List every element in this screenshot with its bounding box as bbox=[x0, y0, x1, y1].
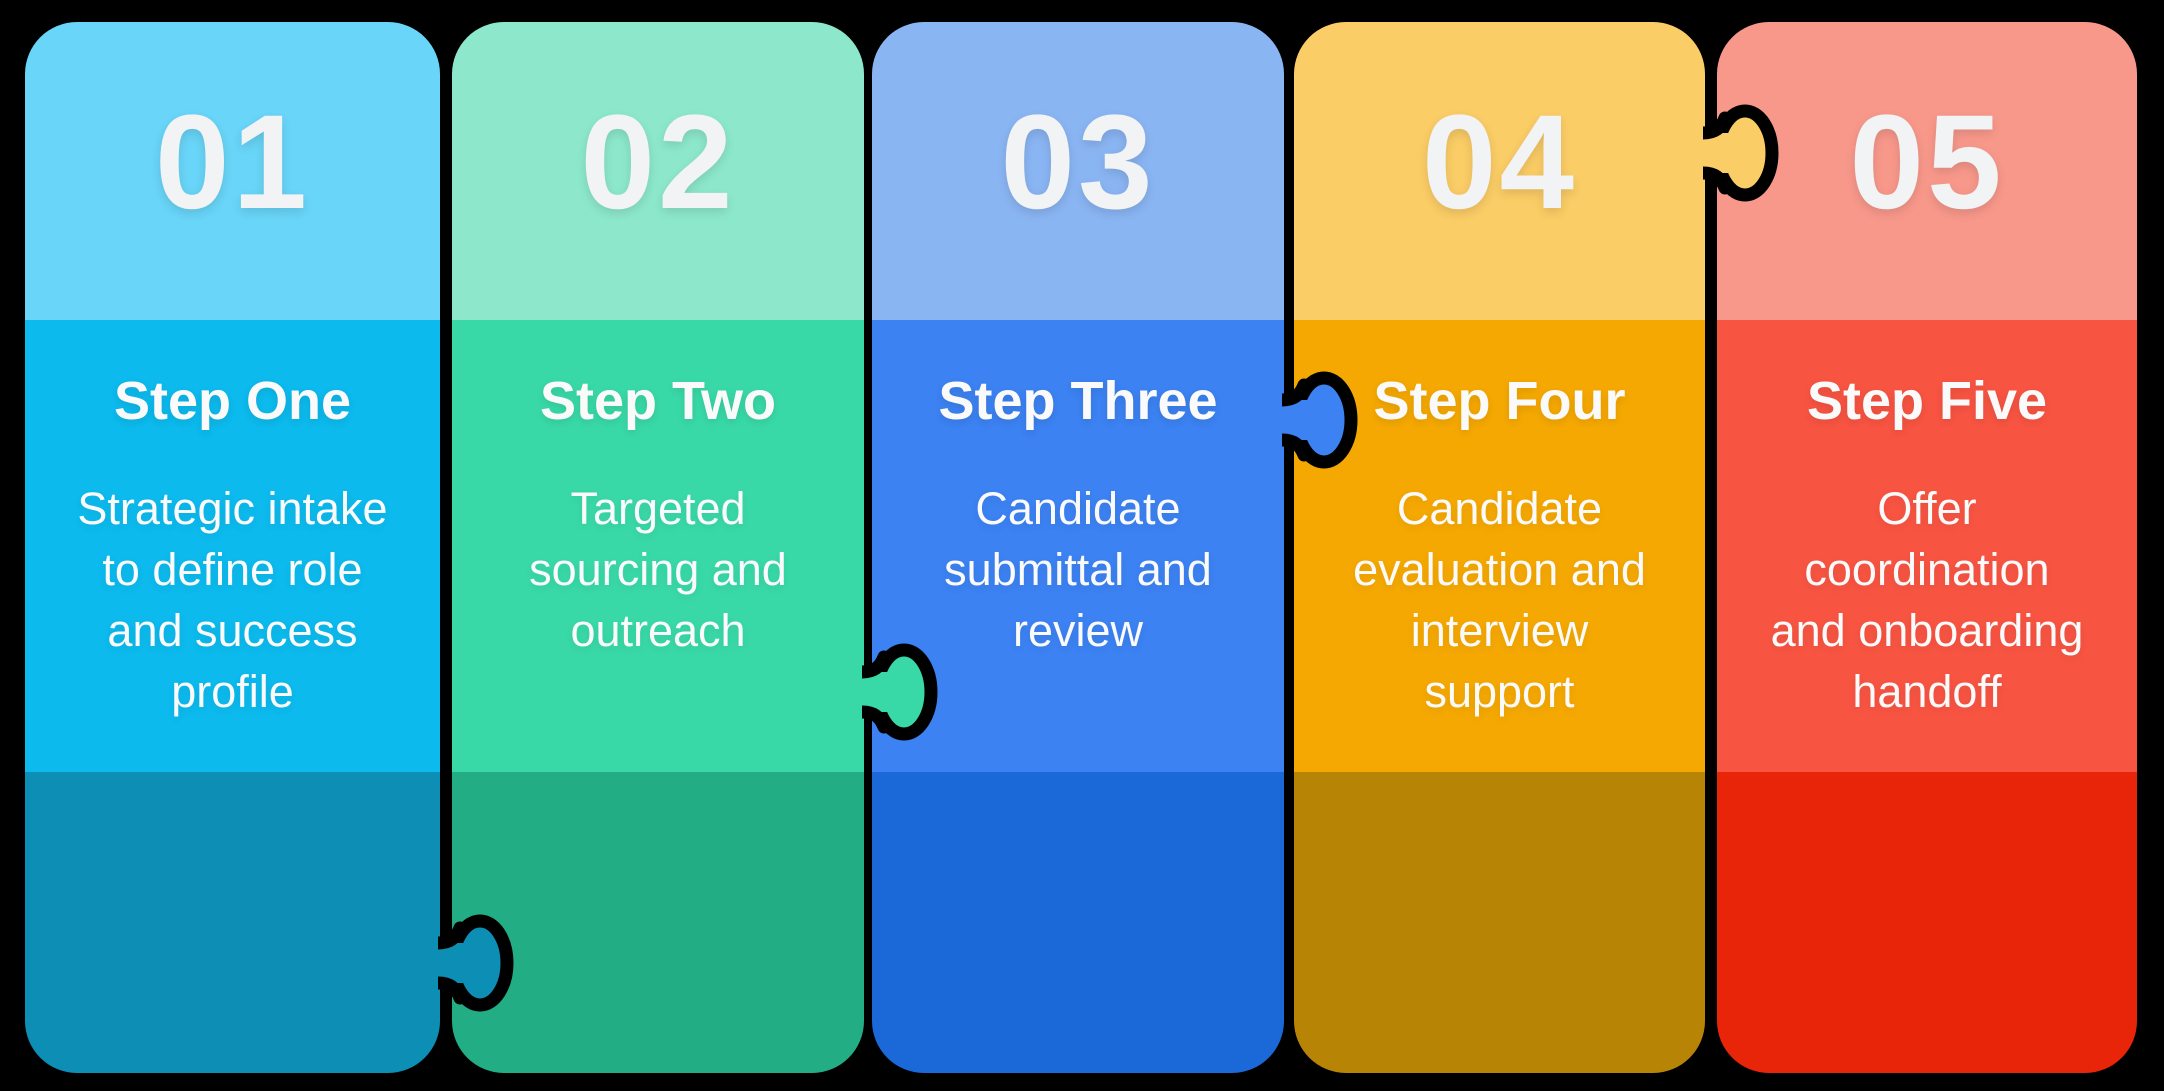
step-2-footer-band bbox=[452, 772, 864, 1073]
puzzle-tab-icon-4-5 bbox=[1703, 104, 1779, 202]
step-4-number: 04 bbox=[1421, 87, 1578, 237]
step-card-1: 01 Step One Strategic intake to define r… bbox=[25, 22, 440, 1073]
step-5-number: 05 bbox=[1849, 87, 2005, 237]
step-5-title: Step Five bbox=[1806, 371, 2048, 431]
step-card-5: 05 Step Five Offer coordination and onbo… bbox=[1717, 22, 2137, 1073]
puzzle-neck bbox=[862, 672, 887, 712]
step-4-number-band: 04 bbox=[1294, 22, 1705, 320]
step-2-title: Step Two bbox=[540, 371, 776, 431]
step-1-body-band: Step One Strategic intake to define role… bbox=[25, 320, 440, 772]
step-1-description: Strategic intake to define role and succ… bbox=[77, 483, 388, 717]
puzzle-tab-icon-1-2 bbox=[438, 914, 514, 1012]
step-1-footer-band bbox=[25, 772, 440, 1073]
puzzle-tab-icon-3-4 bbox=[1282, 371, 1358, 469]
step-1-title: Step One bbox=[113, 371, 352, 431]
step-3-title: Step Three bbox=[938, 371, 1218, 431]
step-3-number-band: 03 bbox=[872, 22, 1284, 320]
step-2-body-band: Step Two Targeted sourcing and outreach bbox=[452, 320, 864, 772]
step-5-footer-band bbox=[1717, 772, 2137, 1073]
step-card-4: 04 Step Four Candidate evaluation and in… bbox=[1294, 22, 1705, 1073]
step-1-number-band: 01 bbox=[25, 22, 440, 320]
puzzle-neck bbox=[1703, 133, 1728, 173]
step-4-body-band: Step Four Candidate evaluation and inter… bbox=[1294, 320, 1705, 772]
step-4-title: Step Four bbox=[1373, 371, 1626, 431]
step-1-number: 01 bbox=[154, 87, 311, 237]
step-4-footer-band bbox=[1294, 772, 1705, 1073]
step-2-description: Targeted sourcing and outreach bbox=[529, 483, 787, 656]
step-card-2: 02 Step Two Targeted sourcing and outrea… bbox=[452, 22, 864, 1073]
step-3-number: 03 bbox=[1000, 87, 1156, 237]
step-3-footer-band bbox=[872, 772, 1284, 1073]
step-2-number-band: 02 bbox=[452, 22, 864, 320]
step-4-description: Candidate evaluation and interview suppo… bbox=[1353, 483, 1646, 717]
step-2-number: 02 bbox=[580, 87, 736, 237]
step-5-description: Offer coordination and onboarding handof… bbox=[1770, 483, 2084, 717]
puzzle-tab-icon-2-3 bbox=[862, 643, 938, 741]
puzzle-neck bbox=[1282, 400, 1307, 440]
step-3-description: Candidate submittal and review bbox=[944, 483, 1212, 656]
step-3-body-band: Step Three Candidate submittal and revie… bbox=[872, 320, 1284, 772]
step-card-3: 03 Step Three Candidate submittal and re… bbox=[872, 22, 1284, 1073]
step-5-number-band: 05 bbox=[1717, 22, 2137, 320]
puzzle-neck bbox=[438, 943, 463, 983]
step-5-body-band: Step Five Offer coordination and onboard… bbox=[1717, 320, 2137, 772]
